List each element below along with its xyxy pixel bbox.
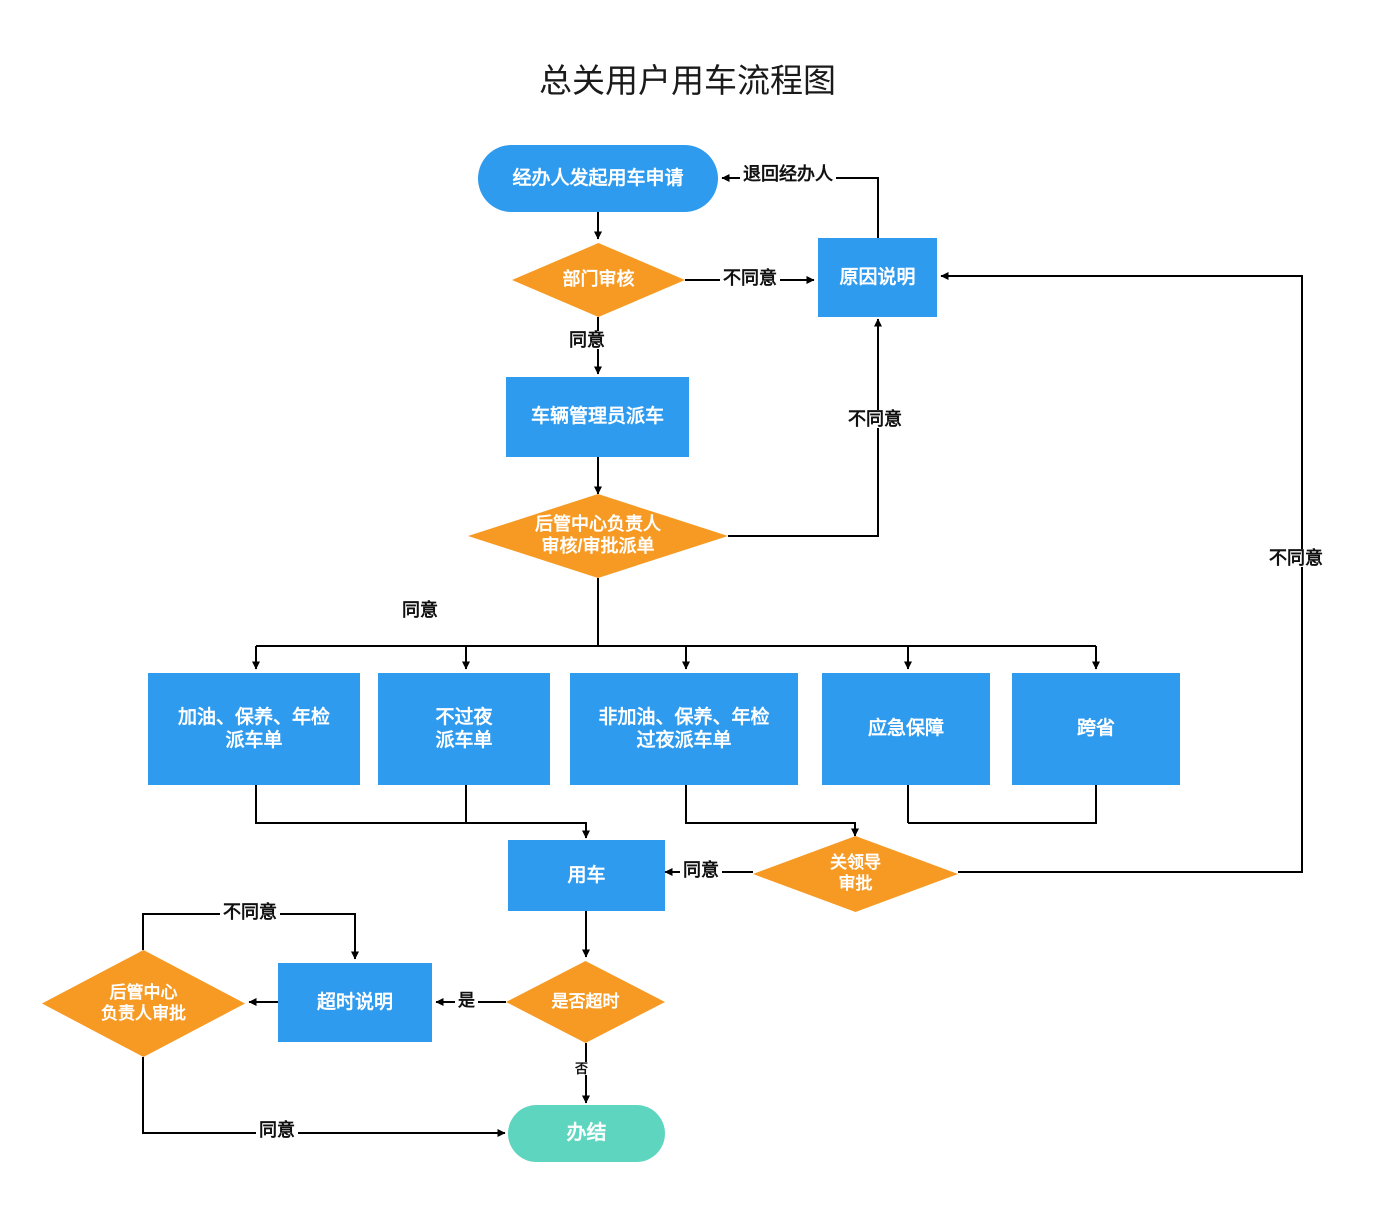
node-dispatch[interactable]: 车辆管理员派车 — [506, 377, 689, 457]
edge-leader-to-reason — [940, 272, 1303, 873]
edge-label-overtime-no: 否 — [572, 1062, 592, 1075]
node-overtime-note[interactable]: 超时说明 — [278, 963, 432, 1042]
edge-label-overtime-yes: 是 — [455, 992, 478, 1009]
node-order-day[interactable]: 不过夜 派车单 — [378, 673, 550, 785]
node-start-label: 经办人发起用车申请 — [512, 167, 684, 189]
edge-label-leader-agree: 同意 — [680, 861, 722, 879]
node-order-night[interactable]: 非加油、保养、年检 过夜派车单 — [570, 673, 798, 785]
edge-label-return-to-applicant: 退回经办人 — [740, 165, 836, 183]
edge-order-cross-to-merge — [908, 785, 1097, 824]
edge-order-fuel-to-use-car — [255, 785, 590, 839]
node-order-day-label: 不过夜 派车单 — [435, 706, 493, 751]
edge-label-final-disagree: 不同意 — [220, 903, 280, 921]
node-overtime-question[interactable]: 是否超时 — [506, 961, 665, 1043]
node-done-label: 办结 — [566, 1122, 607, 1145]
edge-reason-to-start — [721, 174, 879, 238]
node-start[interactable]: 经办人发起用车申请 — [478, 145, 718, 212]
node-overtime-question-label: 是否超时 — [551, 991, 620, 1011]
edge-center-final-to-done — [142, 1057, 506, 1137]
node-center-final-label: 后管中心 负责人审批 — [101, 982, 186, 1023]
node-use-car[interactable]: 用车 — [508, 840, 665, 911]
node-dispatch-label: 车辆管理员派车 — [530, 406, 664, 428]
node-center-review[interactable]: 后管中心负责人 审核/审批派单 — [468, 494, 728, 578]
node-order-cross[interactable]: 跨省 — [1012, 673, 1180, 785]
edge-label-final-agree: 同意 — [256, 1121, 298, 1139]
edge-label-dept-disagree: 不同意 — [720, 269, 780, 287]
page-title: 总关用户用车流程图 — [539, 62, 836, 99]
node-reason-label: 原因说明 — [839, 266, 916, 288]
edge-label-leader-disagree: 不同意 — [1266, 549, 1326, 567]
node-order-fuel-label: 加油、保养、年检 派车单 — [177, 706, 330, 751]
node-order-emerg-label: 应急保障 — [867, 718, 944, 740]
node-leader-approve-label: 关领导 审批 — [830, 853, 881, 893]
edge-label-center-agree: 同意 — [399, 601, 441, 619]
node-order-fuel[interactable]: 加油、保养、年检 派车单 — [148, 673, 360, 785]
node-center-final[interactable]: 后管中心 负责人审批 — [42, 950, 245, 1057]
node-overtime-note-label: 超时说明 — [316, 991, 393, 1013]
edge-order-night-to-leader — [685, 785, 859, 837]
node-order-night-label: 非加油、保养、年检 过夜派车单 — [598, 706, 770, 751]
node-use-car-label: 用车 — [567, 864, 606, 886]
edge-label-dept-agree: 同意 — [566, 331, 608, 349]
node-leader-approve[interactable]: 关领导 审批 — [753, 836, 958, 912]
node-reason[interactable]: 原因说明 — [818, 238, 937, 317]
node-dept-review-label: 部门审核 — [562, 269, 635, 290]
edge-center-review-to-reason — [728, 318, 882, 537]
node-order-cross-label: 跨省 — [1076, 718, 1115, 740]
node-center-review-label: 后管中心负责人 审核/审批派单 — [535, 514, 661, 556]
node-dept-review[interactable]: 部门审核 — [512, 243, 685, 317]
edge-label-center-disagree: 不同意 — [845, 410, 905, 428]
node-done[interactable]: 办结 — [508, 1105, 665, 1162]
node-order-emerg[interactable]: 应急保障 — [822, 673, 990, 785]
